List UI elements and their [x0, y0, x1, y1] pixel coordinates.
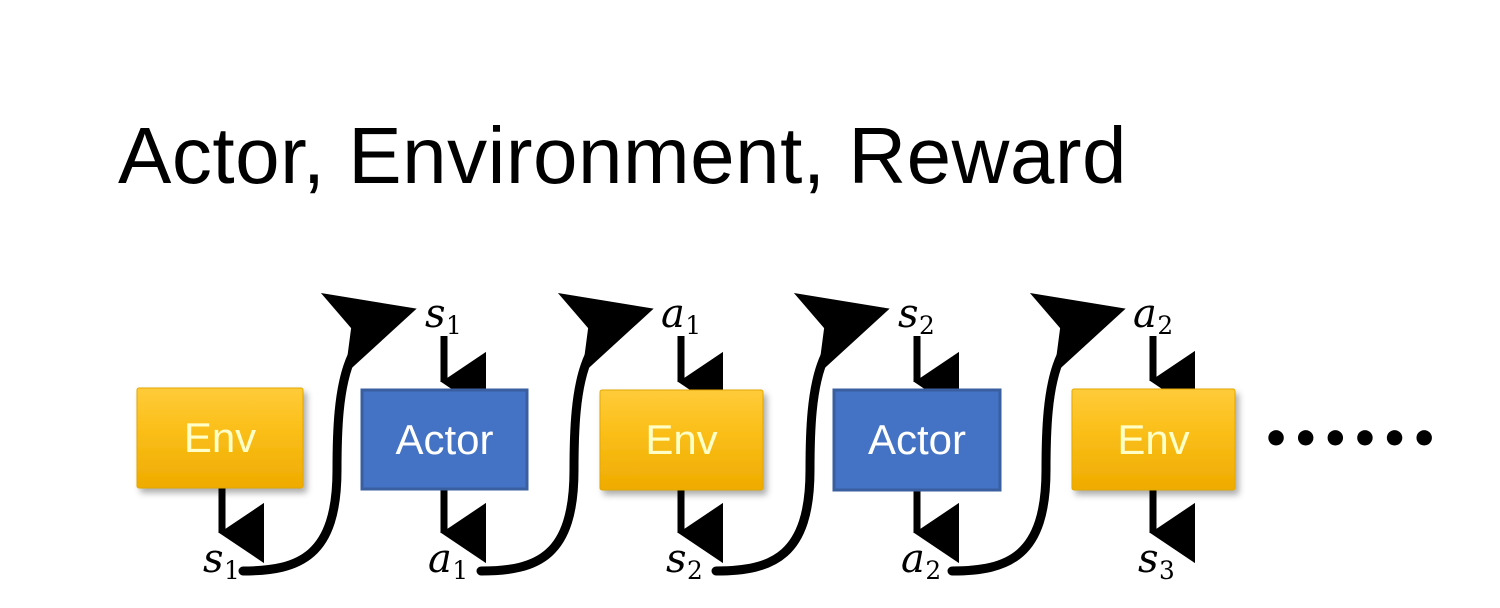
action-label-a1-top: a1 — [661, 294, 701, 339]
state-subscript: 3 — [1159, 555, 1175, 585]
action-symbol: a — [901, 536, 925, 582]
down-arrows-into-nodes — [440, 336, 1195, 413]
curve-a1-feed — [476, 293, 654, 576]
action-symbol: a — [1133, 291, 1157, 337]
action-label-a1-bottom: a1 — [428, 539, 468, 584]
node-actor2[interactable]: Actor — [834, 390, 1000, 490]
down-arrows-out-of-nodes — [218, 488, 1195, 564]
node-actor2-label: Actor — [867, 416, 967, 463]
state-label-s3-bottom: s3 — [1138, 539, 1175, 584]
curve-a2-feed — [947, 293, 1126, 576]
node-env2-label: Env — [645, 416, 718, 463]
curved-connectors — [238, 293, 1126, 576]
node-env1-label: Env — [183, 414, 257, 461]
node-actor2-box[interactable] — [832, 388, 1002, 492]
node-env2-box[interactable] — [599, 389, 764, 491]
node-env1-box[interactable] — [136, 387, 304, 489]
page-title: Actor, Environment, Reward — [118, 111, 1127, 200]
state-symbol: s — [1138, 536, 1159, 582]
state-symbol: s — [203, 536, 224, 582]
action-subscript: 1 — [685, 310, 702, 340]
node-env3-box[interactable] — [1071, 388, 1236, 491]
action-subscript: 2 — [1157, 310, 1174, 340]
state-label-s1-top: s1 — [425, 294, 462, 339]
state-symbol: s — [666, 536, 687, 582]
node-actor1[interactable]: Actor — [362, 390, 527, 489]
curve-s2-feed — [711, 293, 890, 576]
node-env3[interactable]: Env — [1072, 389, 1235, 490]
action-label-a2-bottom: a2 — [901, 539, 941, 584]
node-actor1-label: Actor — [395, 415, 494, 463]
node-env2[interactable]: Env — [600, 390, 763, 490]
state-label-s1-bottom: s1 — [203, 539, 240, 584]
state-symbol: s — [898, 291, 919, 337]
state-label-s2-bottom: s2 — [666, 539, 703, 584]
node-actor1-box[interactable] — [360, 388, 529, 491]
state-subscript: 2 — [687, 555, 703, 585]
state-subscript: 1 — [446, 310, 462, 340]
state-symbol: s — [425, 291, 446, 337]
action-subscript: 1 — [452, 555, 469, 585]
state-subscript: 1 — [224, 555, 240, 585]
state-subscript: 2 — [919, 310, 935, 340]
continuation-ellipsis: •••••• — [1262, 414, 1440, 465]
node-env1[interactable]: Env — [137, 388, 303, 488]
node-env3-label: Env — [1117, 415, 1190, 463]
state-label-s2-top: s2 — [898, 294, 935, 339]
action-subscript: 2 — [925, 555, 942, 585]
curve-s1-feed — [238, 293, 417, 576]
action-symbol: a — [428, 536, 452, 582]
action-symbol: a — [661, 291, 685, 337]
node-boxes — [136, 387, 1236, 492]
action-label-a2-top: a2 — [1133, 294, 1173, 339]
